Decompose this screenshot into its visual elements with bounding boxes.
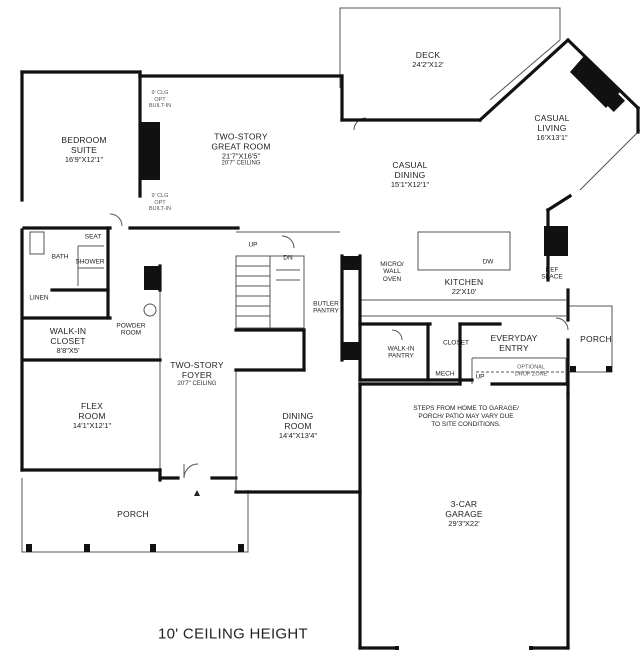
deck-dims: 24'2"X12' <box>412 59 444 69</box>
kitchen-name: KITCHEN <box>444 276 484 287</box>
powder-room-label: POWDER ROOM <box>116 322 146 337</box>
casual-living-name: CASUAL LIVING <box>534 112 570 133</box>
kitchen-label: KITCHEN 22'X10' <box>444 276 484 296</box>
casual-dining-label: CASUAL DINING 15'1"X12'1" <box>390 159 430 189</box>
stair-down-label: DN <box>283 254 293 262</box>
deck-name: DECK <box>415 49 441 60</box>
kitchen-dims: 22'X10' <box>451 286 477 296</box>
great-room-label: TWO-STORY GREAT ROOM 21'7"X16'5" 20'7" C… <box>211 132 270 167</box>
bedroom-suite-label: BEDROOM SUITE 16'9"X12'1" <box>61 134 107 164</box>
flex-room-name: FLEX ROOM <box>78 400 106 421</box>
stair-up-label: UP <box>248 241 258 249</box>
walkin-closet-label: WALK-IN CLOSET 8'8"X5' <box>49 325 87 355</box>
opt-built-in-bottom: 9' CLG OPT BUILT-IN <box>148 193 172 213</box>
seat-label: SEAT <box>84 233 102 241</box>
garage-up-label: UP <box>475 373 485 381</box>
opt-built-in-top: 9' CLG OPT BUILT-IN <box>148 90 172 110</box>
wall-blocks <box>26 56 626 650</box>
mech-label: MECH <box>435 370 455 378</box>
walkin-closet-dims: 8'8"X5' <box>56 345 80 355</box>
foyer-label: TWO-STORY FOYER 20'7" CEILING <box>170 359 224 387</box>
everyday-entry-name: EVERYDAY ENTRY <box>490 333 538 353</box>
dw-label: DW <box>482 258 494 266</box>
everyday-entry-label: EVERYDAY ENTRY <box>490 333 538 354</box>
closet-label: CLOSET <box>442 339 470 347</box>
garage-dims: 29'3"X22' <box>448 518 480 528</box>
ref-space-label: REF SPACE <box>541 266 563 281</box>
bedroom-suite-name: BEDROOM SUITE <box>61 134 107 155</box>
casual-living-dims: 16'X13'1" <box>536 132 568 142</box>
walkin-closet-name: WALK-IN CLOSET <box>49 325 87 346</box>
ceiling-height-footer: 10' CEILING HEIGHT <box>158 625 308 643</box>
micro-wall-oven-label: MICRO/ WALL OVEN <box>380 260 404 283</box>
bath-label: BATH <box>51 253 69 261</box>
butler-pantry-label: BUTLER PANTRY <box>313 300 339 315</box>
flex-room-dims: 14'1"X12'1" <box>72 420 112 430</box>
garage-steps-note: STEPS FROM HOME TO GARAGE/ PORCH/ PATIO … <box>413 405 519 429</box>
dining-room-dims: 14'4"X13'4" <box>278 430 318 440</box>
walkin-pantry-label: WALK-IN PANTRY <box>387 345 415 360</box>
linen-label: LINEN <box>29 294 49 302</box>
great-room-dims: 21'7"X16'5" <box>221 151 261 161</box>
great-room-ceiling: 20'7" CEILING <box>221 160 261 167</box>
foyer-name: TWO-STORY FOYER <box>170 359 224 380</box>
dining-room-name: DINING ROOM <box>282 410 314 431</box>
front-porch-name: PORCH <box>117 509 149 520</box>
garage-name: 3-CAR GARAGE <box>445 498 483 519</box>
optional-drop-zone: OPTIONAL DROP ZONE <box>514 364 548 377</box>
garage-label: 3-CAR GARAGE 29'3"X22' <box>445 498 483 528</box>
casual-dining-name: CASUAL DINING <box>392 159 428 180</box>
casual-dining-dims: 15'1"X12'1" <box>390 179 430 189</box>
thin-lines <box>21 7 640 553</box>
side-porch-name: PORCH <box>580 334 612 345</box>
great-room-name: TWO-STORY GREAT ROOM <box>211 131 271 152</box>
deck-label: DECK 24'2"X12' <box>412 49 444 69</box>
flex-room-label: FLEX ROOM 14'1"X12'1" <box>72 400 112 430</box>
bedroom-suite-dims: 16'9"X12'1" <box>64 154 104 164</box>
foyer-ceiling: 20'7" CEILING <box>177 380 217 387</box>
side-porch-label: PORCH <box>580 334 612 345</box>
dining-room-label: DINING ROOM 14'4"X13'4" <box>278 410 318 440</box>
front-porch-label: PORCH <box>117 509 149 520</box>
shower-label: SHOWER <box>75 258 105 266</box>
casual-living-label: CASUAL LIVING 16'X13'1" <box>534 112 570 142</box>
